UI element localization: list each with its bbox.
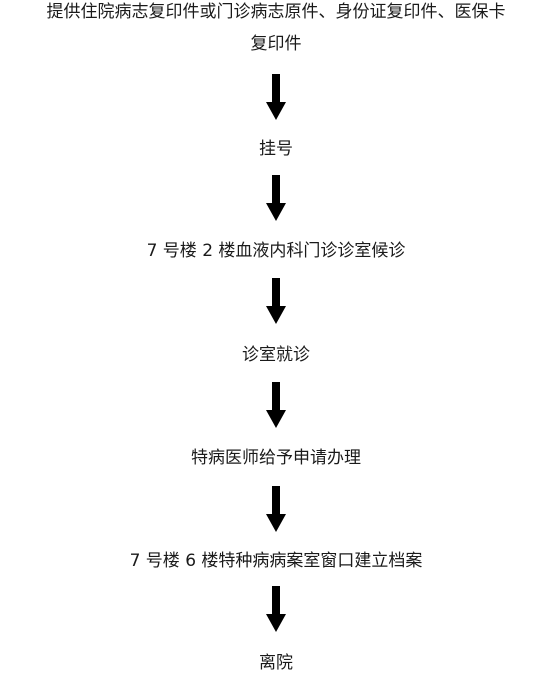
down-arrow-icon <box>266 278 286 324</box>
step-consultation: 诊室就诊 <box>242 345 310 365</box>
step-registration: 挂号 <box>259 139 293 159</box>
step-wait-clinic: 7 号楼 2 楼血液内科门诊诊室候诊 <box>146 241 406 261</box>
step-submit-documents: 提供住院病志复印件或门诊病志原件、身份证复印件、医保卡复印件 <box>46 2 506 54</box>
down-arrow-icon <box>266 586 286 632</box>
down-arrow-icon <box>266 382 286 428</box>
down-arrow-icon <box>266 74 286 120</box>
step-doctor-application: 特病医师给予申请办理 <box>191 448 361 468</box>
step-create-record: 7 号楼 6 楼特种病病案室窗口建立档案 <box>129 551 423 571</box>
step-leave-hospital: 离院 <box>259 653 293 673</box>
down-arrow-icon <box>266 175 286 221</box>
down-arrow-icon <box>266 486 286 532</box>
